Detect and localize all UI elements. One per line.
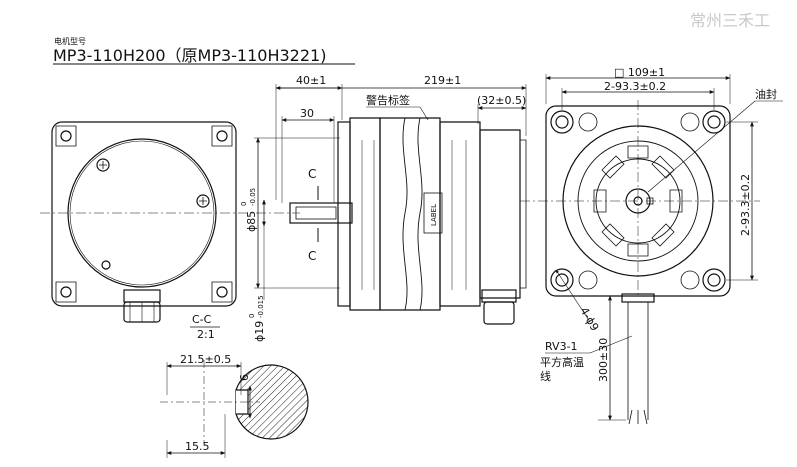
mount-hole-br (702, 268, 726, 292)
cable-desc-2: 线 (540, 369, 551, 383)
shaft (289, 202, 353, 224)
dim-key-w: 6 (238, 374, 251, 381)
watermark: 常州三禾工 (690, 11, 770, 30)
rear-cap (479, 129, 521, 299)
front-flange (337, 121, 351, 307)
label-tag (423, 192, 443, 234)
hole-tl (60, 130, 72, 142)
mount-hole-tr (702, 110, 726, 134)
model-caption: 电机型号 (54, 36, 86, 46)
shaft-section (160, 360, 309, 444)
rear-flange-square (51, 121, 237, 307)
side-gland-body (483, 301, 515, 325)
gland-base (123, 289, 161, 303)
hole-br (216, 286, 228, 298)
section-scale: 2:1 (197, 328, 215, 341)
corner-br (211, 281, 233, 303)
dim-total-len: 219±1 (424, 74, 461, 87)
dim-key-len: 30 (300, 107, 314, 120)
dim-pilot-dia: ϕ85 (245, 211, 258, 232)
corner-tl (55, 125, 77, 147)
dim-hole-pitch-v: 2-93.3±0.2 (739, 174, 752, 236)
dim-rear-len: (32±0.5) (477, 94, 526, 107)
corner-tr (211, 125, 233, 147)
section-c-bot: C (308, 249, 316, 263)
mount-hole-bl (550, 268, 574, 292)
hole-tr (216, 130, 228, 142)
body-rear (439, 121, 481, 307)
cable-desc-1: 平方高温 (540, 355, 584, 369)
warning-label: 警告标签 (366, 93, 410, 107)
dim-key-depth: 15.5 (185, 440, 210, 453)
oil-seal-label: 油封 (755, 87, 777, 101)
dim-hole-spec: 4-ϕ9 (577, 305, 601, 333)
dim-shaft-cut: 21.5±0.5 (180, 353, 231, 366)
screw-2 (196, 194, 210, 208)
dim-shaft-tol-bot: -0.015 (257, 295, 265, 318)
mount-hole-tl (550, 110, 574, 134)
dim-hole-pitch-h: 2-93.3±0.2 (604, 80, 666, 93)
hole-bl (60, 286, 72, 298)
dim-shaft-dia: ϕ19 (253, 321, 266, 342)
screw-3 (101, 260, 111, 270)
dim-pilot-tol-top: 0 (240, 202, 248, 206)
dim-square-size: □ 109±1 (614, 66, 665, 79)
side-view (289, 117, 527, 325)
model-name: MP3-110H200（原MP3-110H3221) (53, 46, 326, 65)
rear-view (51, 121, 237, 323)
dim-cable-len: 300±30 (597, 338, 610, 382)
label-tag-text: LABEL (430, 204, 438, 226)
section-name: C-C (192, 313, 212, 326)
dim-shaft-ext: 40±1 (296, 74, 326, 87)
shaft-key (295, 206, 337, 220)
section-c-top: C (308, 167, 316, 181)
dim-pilot-tol-bot: -0.05 (249, 188, 257, 206)
corner-bl (55, 281, 77, 303)
side-gland-base (481, 289, 517, 303)
dim-shaft-tol-top: 0 (248, 314, 256, 318)
body-front (349, 117, 381, 311)
screw-1 (96, 158, 110, 172)
cable-type: RV3-1 (545, 340, 578, 353)
